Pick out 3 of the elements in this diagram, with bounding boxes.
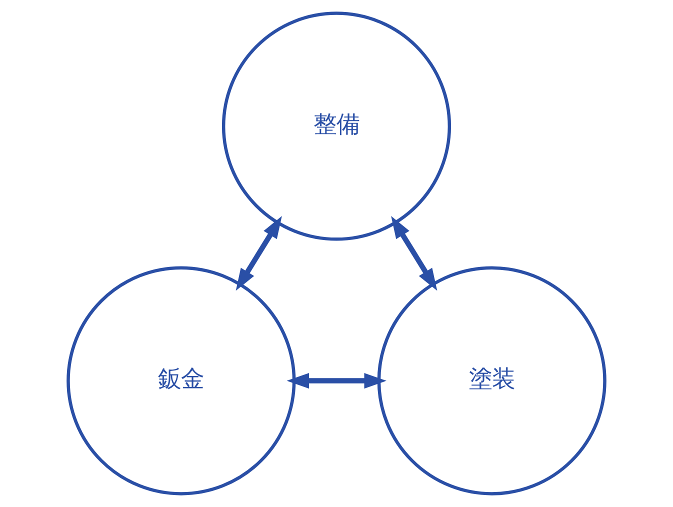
- arrow: [391, 216, 438, 291]
- arrow: [286, 373, 386, 389]
- arrow: [236, 216, 282, 291]
